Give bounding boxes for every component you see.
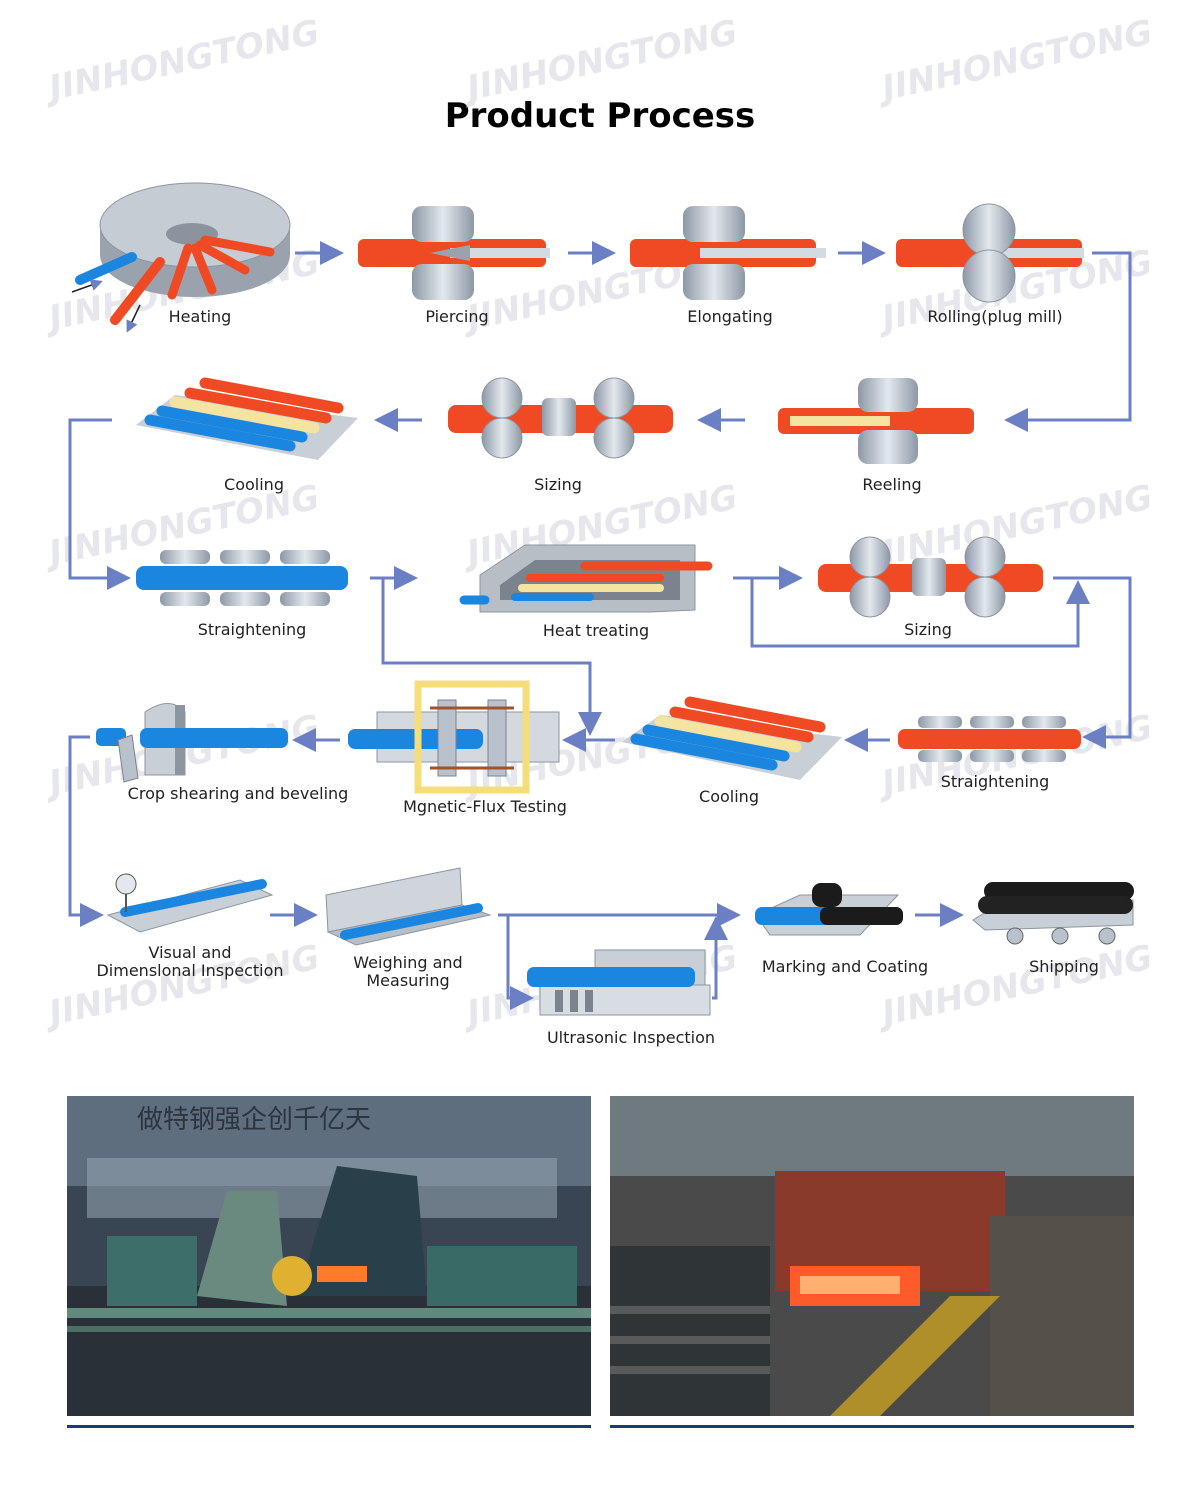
sizing-illustration (448, 377, 673, 459)
watermark-text: JINHONGTONG (40, 12, 324, 110)
step-label-weighing-line2: Measuring (366, 971, 449, 990)
watermark-text: JINHONGTONG (873, 12, 1157, 110)
step-label-visual-line1: Visual and (149, 943, 232, 962)
divider-line (610, 1425, 1134, 1428)
divider-line (67, 1425, 591, 1428)
banner-text: 做特钢强企创千亿天 (137, 1105, 371, 1135)
heating-illustration (71, 182, 291, 333)
step-label-straightening: Straightening (941, 772, 1050, 791)
step-label-shipping: Shipping (1029, 957, 1099, 976)
flux-testing-illustration (348, 680, 560, 794)
cooling-illustration (136, 377, 358, 460)
step-label-piercing: Piercing (425, 307, 488, 326)
watermarks: JINHONGTONG JINHONGTONG JINHONGTONG JINH… (40, 12, 1157, 1035)
flow-arrow (68, 418, 131, 590)
step-label-cooling: Cooling (699, 787, 759, 806)
flow-arrow (370, 576, 602, 736)
step-label-sizing: Sizing (904, 620, 952, 639)
factory-photo-furnace (610, 1096, 1134, 1416)
step-label-reeling: Reeling (862, 475, 921, 494)
watermark-text: JINHONGTONG (873, 937, 1157, 1035)
crop-shearing-illustration (96, 703, 288, 783)
step-label-sizing: Sizing (534, 475, 582, 494)
step-label-heating: Heating (169, 307, 232, 326)
step-label-elongating: Elongating (687, 307, 772, 326)
visual-inspection-illustration (106, 873, 274, 933)
shipping-illustration (972, 882, 1134, 945)
straightening-illustration (136, 550, 348, 606)
step-label-crop-shearing: Crop shearing and beveling (128, 784, 349, 803)
elongating-illustration (630, 206, 826, 300)
flow-arrow (68, 735, 104, 927)
step-label-rolling: Rolling(plug mill) (927, 307, 1062, 326)
reeling-illustration (778, 378, 974, 464)
watermark-text: JINHONGTONG (458, 12, 742, 110)
flow-arrow (1053, 576, 1132, 749)
flow-arrow (704, 916, 728, 1000)
step-label-visual-line2: Dimenslonal Inspection (96, 961, 283, 980)
ultrasonic-illustration (527, 949, 711, 1016)
heat-treating-illustration (459, 544, 713, 613)
step-label-flux-testing: Mgnetic-Flux Testing (403, 797, 567, 816)
cooling-illustration (622, 696, 842, 780)
straightening-illustration (898, 716, 1081, 762)
step-label-ultrasonic: Ultrasonic Inspection (547, 1028, 715, 1047)
factory-photo-rolling-mill: 做特钢强企创千亿天 (67, 1096, 591, 1416)
step-label-straightening: Straightening (198, 620, 307, 639)
process-diagram: JINHONGTONG JINHONGTONG JINHONGTONG JINH… (40, 12, 1157, 1047)
piercing-illustration (358, 206, 550, 300)
step-label-heat-treating: Heat treating (543, 621, 649, 640)
step-label-cooling: Cooling (224, 475, 284, 494)
rolling-illustration (896, 203, 1084, 303)
flow-arrow (750, 578, 1090, 648)
marking-illustration (755, 883, 903, 936)
flow-arrow (506, 915, 534, 1010)
sizing-illustration (818, 536, 1043, 618)
step-label-weighing-line1: Weighing and (353, 953, 462, 972)
weighing-illustration (325, 867, 492, 946)
flow-arrow (1004, 251, 1132, 432)
page-title: Product Process (444, 96, 756, 136)
step-label-marking: Marking and Coating (762, 957, 928, 976)
